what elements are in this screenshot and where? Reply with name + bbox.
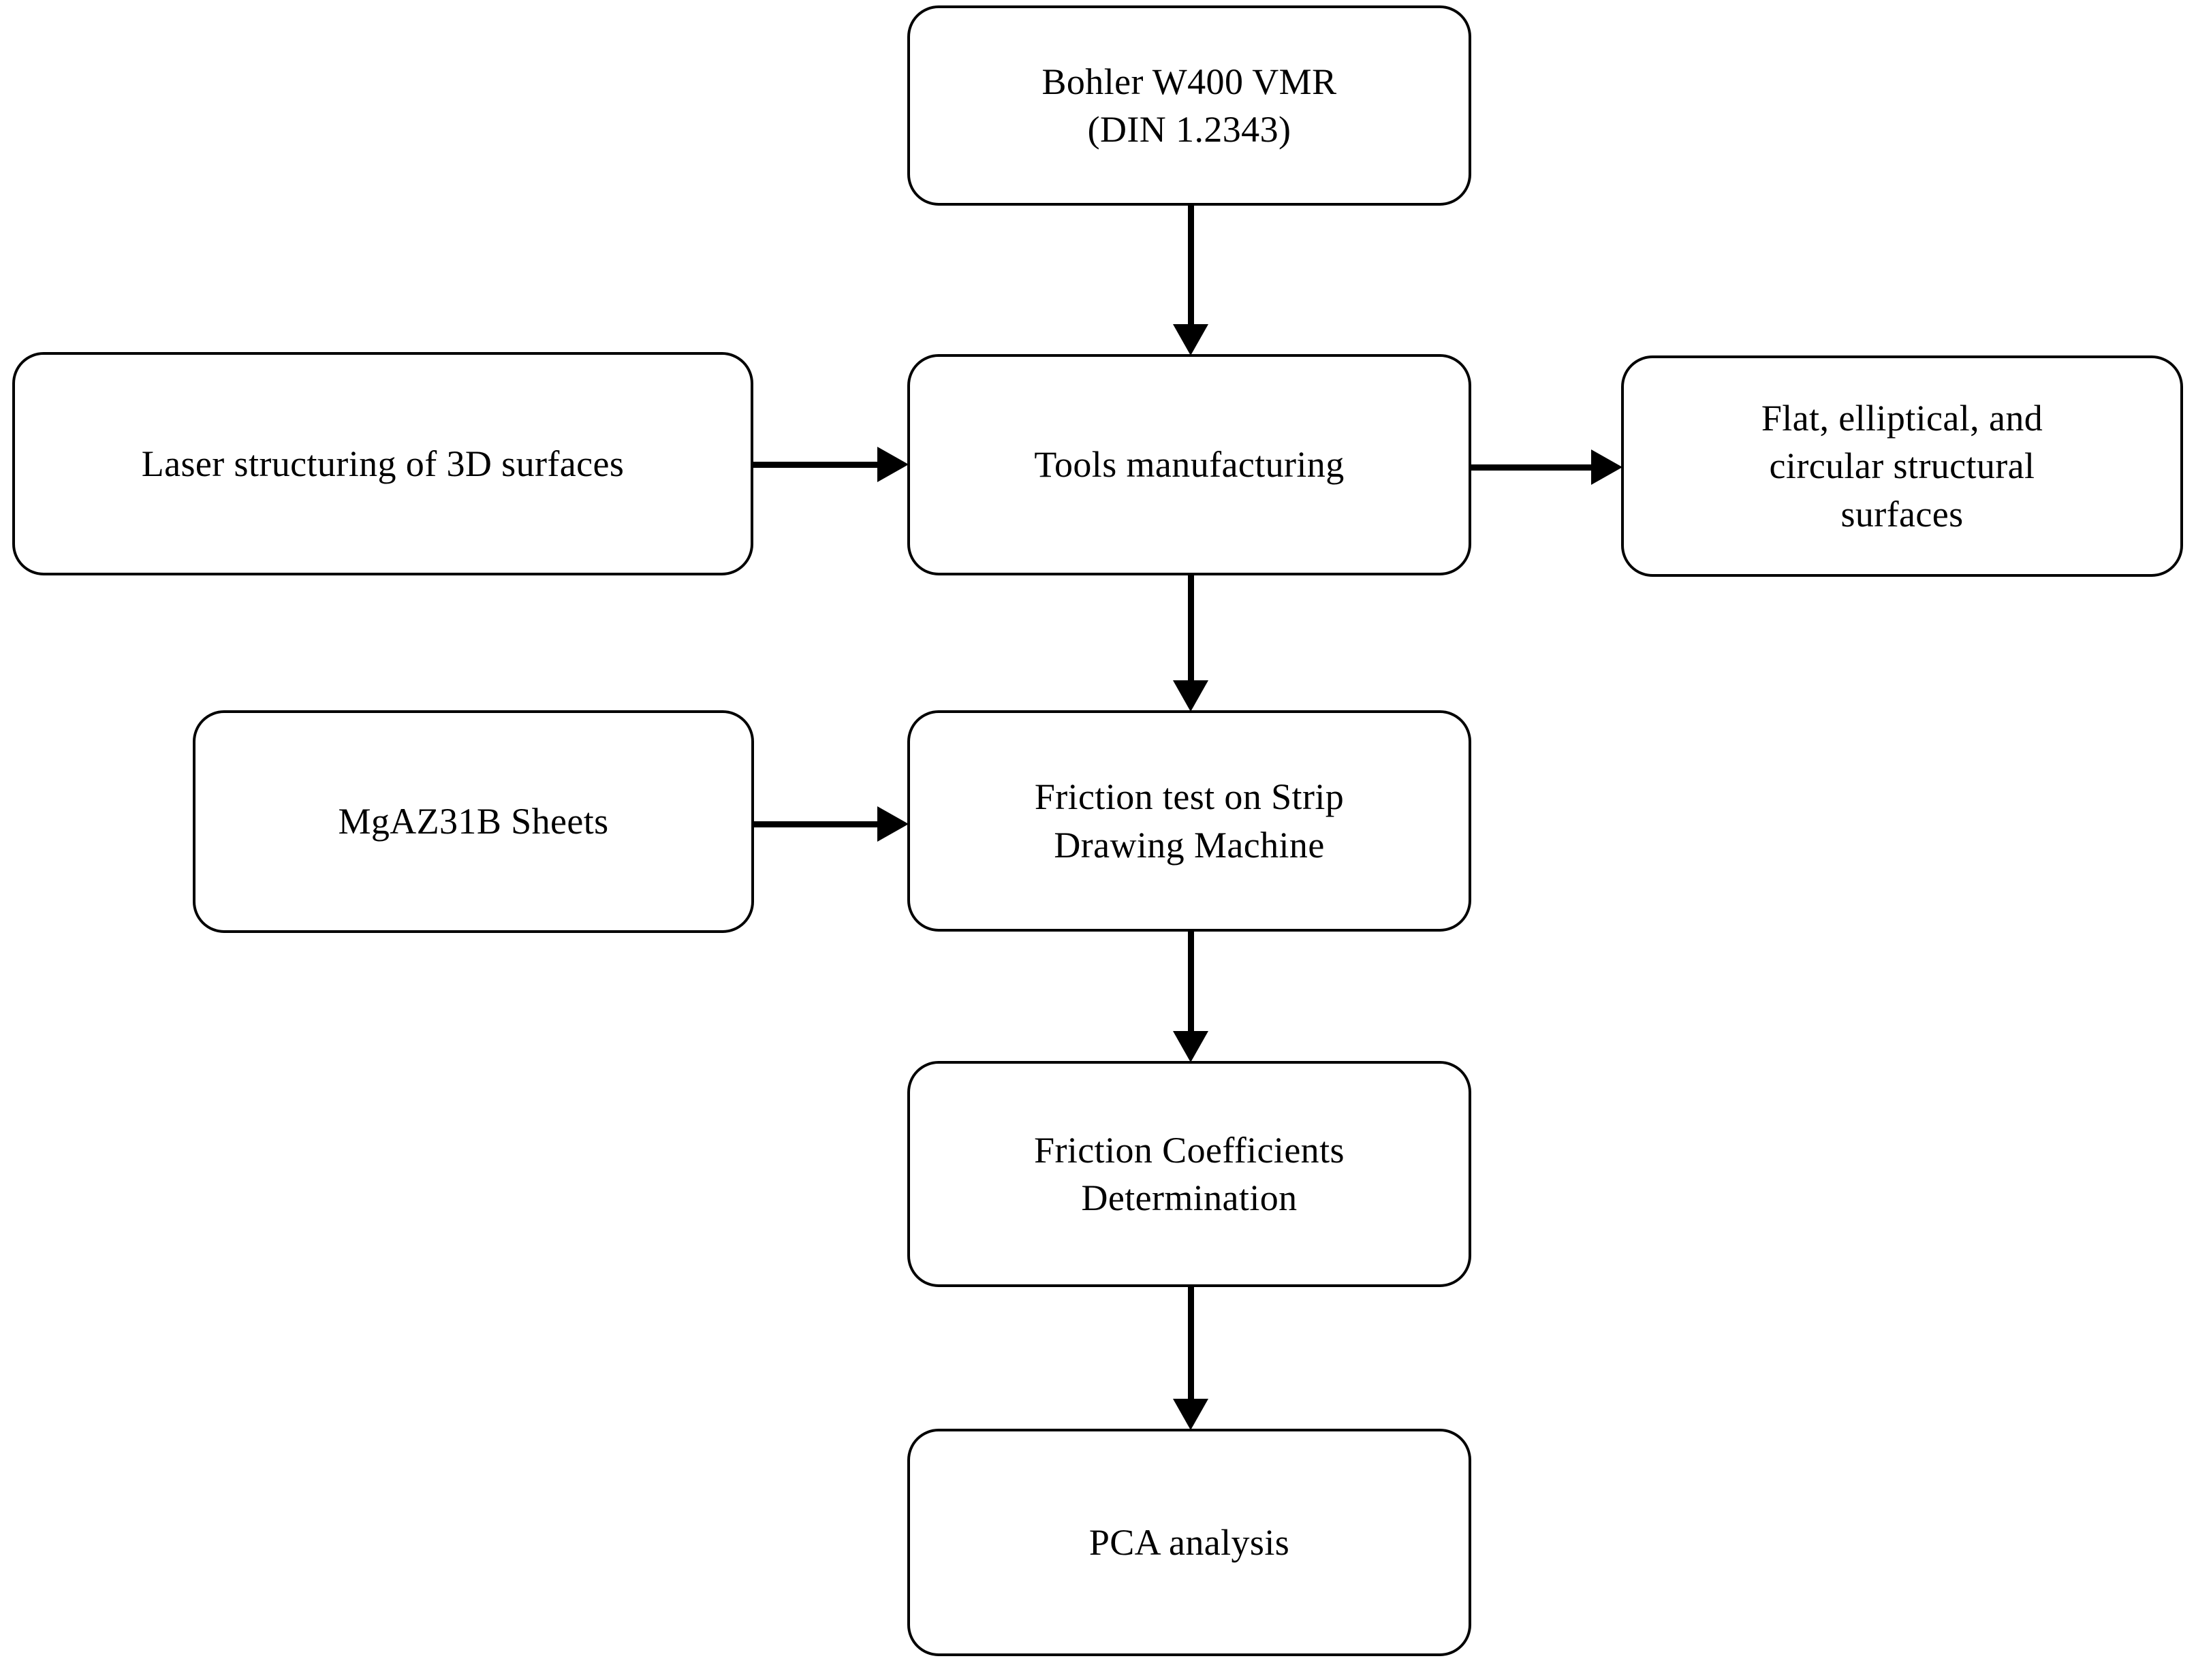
arrow-head-down-icon bbox=[1173, 1031, 1208, 1062]
arrow-head-right-icon bbox=[1591, 449, 1622, 485]
node-label: Laser structuring of 3D surfaces bbox=[27, 440, 738, 488]
node-label-line: Laser structuring of 3D surfaces bbox=[141, 443, 625, 484]
arrow-shaft bbox=[1188, 930, 1194, 1035]
arrow-head-down-icon bbox=[1173, 1399, 1208, 1430]
node-label-line: Friction Coefficients bbox=[1034, 1129, 1345, 1171]
node-label-line: PCA analysis bbox=[1088, 1521, 1290, 1563]
arrow-shaft bbox=[1188, 1286, 1194, 1403]
node-label-line: (DIN 1.2343) bbox=[1087, 109, 1291, 150]
node-label-line: MgAZ31B Sheets bbox=[338, 801, 609, 842]
arrow-material-to-tools bbox=[1173, 204, 1208, 355]
node-label: Tools manufacturing bbox=[922, 441, 1456, 488]
arrow-shaft bbox=[1188, 204, 1194, 328]
arrow-head-down-icon bbox=[1173, 324, 1208, 355]
arrow-coefficients-to-pca bbox=[1173, 1286, 1208, 1430]
node-bohler-w400-vmr[interactable]: Bohler W400 VMR (DIN 1.2343) bbox=[907, 5, 1471, 206]
node-label-line: circular structural bbox=[1769, 445, 2035, 487]
node-label: Friction test on Strip Drawing Machine bbox=[922, 773, 1456, 868]
arrow-shaft bbox=[753, 462, 883, 468]
arrow-sheets-to-friction-test bbox=[753, 806, 909, 842]
node-label-line: Flat, elliptical, and bbox=[1761, 398, 2043, 439]
node-label-line: Bohler W400 VMR bbox=[1041, 61, 1337, 102]
arrow-shaft bbox=[753, 821, 883, 827]
arrow-tools-to-friction-test bbox=[1173, 574, 1208, 712]
node-label: MgAZ31B Sheets bbox=[208, 797, 739, 845]
arrow-head-right-icon bbox=[877, 447, 909, 482]
node-mgaz31b-sheets[interactable]: MgAZ31B Sheets bbox=[193, 710, 754, 933]
node-label-line: Friction test on Strip bbox=[1034, 776, 1345, 818]
node-friction-coefficients-determination[interactable]: Friction Coefficients Determination bbox=[907, 1061, 1471, 1287]
arrow-head-down-icon bbox=[1173, 680, 1208, 712]
arrow-laser-to-tools bbox=[753, 447, 909, 482]
node-friction-test[interactable]: Friction test on Strip Drawing Machine bbox=[907, 710, 1471, 932]
node-laser-structuring[interactable]: Laser structuring of 3D surfaces bbox=[12, 352, 753, 575]
node-structural-surfaces[interactable]: Flat, elliptical, and circular structura… bbox=[1621, 355, 2183, 577]
node-label-line: Tools manufacturing bbox=[1034, 444, 1345, 486]
node-label-line: Determination bbox=[1081, 1177, 1298, 1218]
arrow-head-right-icon bbox=[877, 806, 909, 842]
node-label: Bohler W400 VMR (DIN 1.2343) bbox=[922, 58, 1456, 153]
arrow-tools-to-surfaces bbox=[1470, 449, 1622, 485]
node-label: PCA analysis bbox=[922, 1519, 1456, 1566]
arrow-friction-test-to-coefficients bbox=[1173, 930, 1208, 1062]
node-pca-analysis[interactable]: PCA analysis bbox=[907, 1429, 1471, 1656]
arrow-shaft bbox=[1188, 574, 1194, 684]
node-label: Friction Coefficients Determination bbox=[922, 1126, 1456, 1222]
node-label-line: surfaces bbox=[1840, 493, 1964, 535]
node-label: Flat, elliptical, and circular structura… bbox=[1636, 394, 2168, 538]
node-tools-manufacturing[interactable]: Tools manufacturing bbox=[907, 354, 1471, 575]
node-label-line: Drawing Machine bbox=[1054, 824, 1325, 866]
arrow-shaft bbox=[1470, 464, 1597, 471]
